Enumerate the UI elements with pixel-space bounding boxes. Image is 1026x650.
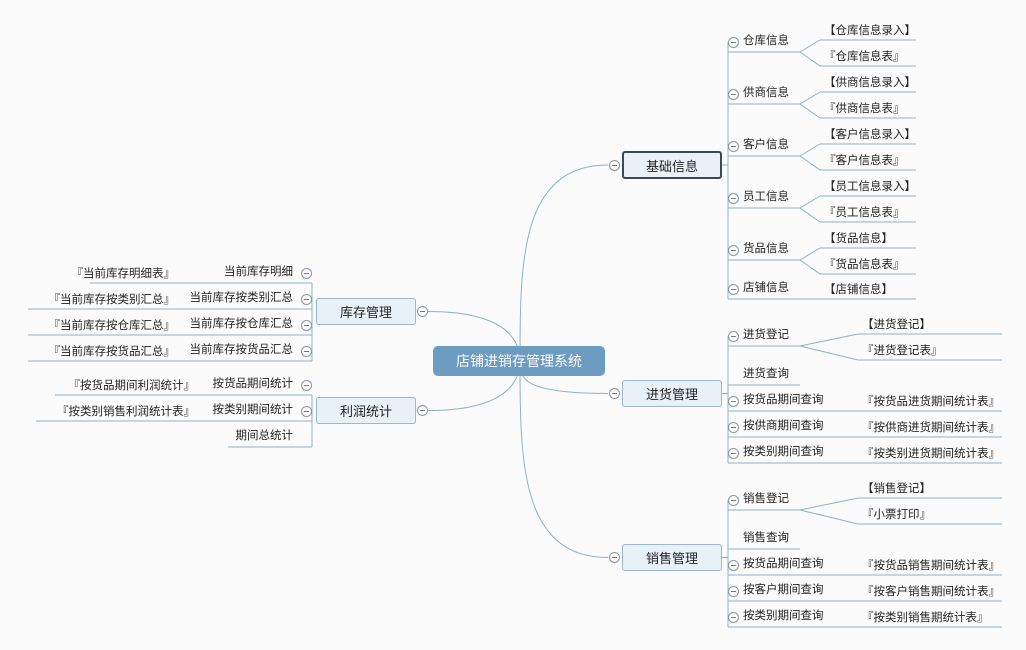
- leaf-node[interactable]: 『按货品销售期间统计表』: [862, 558, 1000, 572]
- collapse-toggle-icon[interactable]: [727, 611, 739, 623]
- collapse-toggle-icon[interactable]: [727, 395, 739, 407]
- leaf-node[interactable]: 【员工信息录入】: [824, 179, 916, 193]
- collapse-toggle-icon[interactable]: [727, 88, 739, 100]
- collapse-toggle-icon[interactable]: [300, 267, 312, 279]
- connector-line: [799, 247, 821, 261]
- collapse-toggle-icon[interactable]: [727, 559, 739, 571]
- connector-line: [799, 345, 859, 361]
- leaf-node[interactable]: 『当前库存按仓库汇总』: [48, 318, 176, 332]
- leaf-node[interactable]: 『进货登记表』: [862, 343, 943, 357]
- connector-line: [799, 143, 821, 157]
- sub-node[interactable]: 按货品期间统计: [212, 376, 294, 390]
- collapse-toggle-icon[interactable]: [727, 283, 739, 295]
- sub-node[interactable]: 按类别期间统计: [212, 402, 294, 416]
- leaf-node[interactable]: 『按供商进货期间统计表』: [862, 420, 1000, 434]
- collapse-toggle-icon[interactable]: [608, 388, 620, 399]
- sub-node[interactable]: 进货查询: [743, 366, 789, 380]
- collapse-toggle-icon[interactable]: [300, 345, 312, 357]
- leaf-node[interactable]: 『当前库存按货品汇总』: [48, 344, 176, 358]
- connector-line: [799, 497, 859, 511]
- leaf-node[interactable]: 【仓库信息录入】: [824, 23, 916, 37]
- collapse-toggle-icon[interactable]: [300, 405, 312, 417]
- collapse-toggle-icon[interactable]: [416, 405, 428, 416]
- sub-node[interactable]: 按客户期间查询: [743, 582, 824, 596]
- collapse-toggle-icon[interactable]: [727, 244, 739, 256]
- sub-node[interactable]: 员工信息: [743, 189, 789, 203]
- sub-node[interactable]: 按货品期间查询: [743, 392, 824, 406]
- collapse-toggle-icon[interactable]: [300, 319, 312, 331]
- leaf-node[interactable]: 【货品信息】: [824, 231, 893, 245]
- collapse-toggle-icon[interactable]: [727, 447, 739, 459]
- sub-node[interactable]: 客户信息: [743, 137, 789, 151]
- sub-node[interactable]: 销售查询: [743, 530, 789, 544]
- leaf-node[interactable]: 『当前库存按类别汇总』: [48, 292, 176, 306]
- connector-line: [799, 39, 821, 53]
- connector-line: [799, 333, 859, 347]
- sub-node[interactable]: 当前库存按仓库汇总: [189, 316, 294, 330]
- leaf-node[interactable]: 『按货品期间利润统计』: [68, 378, 196, 392]
- leaf-node[interactable]: 【客户信息录入】: [824, 127, 916, 141]
- connector-line: [799, 195, 821, 209]
- leaf-node[interactable]: 『客户信息表』: [824, 153, 905, 167]
- connector-line: [799, 103, 821, 119]
- sub-node[interactable]: 仓库信息: [743, 33, 789, 47]
- root-node[interactable]: 店铺进销存管理系统: [433, 346, 605, 376]
- sub-node[interactable]: 按类别期间查询: [743, 608, 824, 622]
- leaf-node[interactable]: 『按客户销售期间统计表』: [862, 584, 1000, 598]
- connector-line: [519, 164, 609, 362]
- sub-node[interactable]: 销售登记: [743, 491, 789, 505]
- leaf-node[interactable]: 『货品信息表』: [824, 257, 905, 271]
- leaf-node[interactable]: 『按类别进货期间统计表』: [862, 446, 1000, 460]
- sub-node[interactable]: 供商信息: [743, 85, 789, 99]
- collapse-toggle-icon[interactable]: [727, 140, 739, 152]
- collapse-toggle-icon[interactable]: [727, 585, 739, 597]
- connector-line: [799, 91, 821, 105]
- sub-node[interactable]: 当前库存按类别汇总: [189, 290, 294, 304]
- collapse-toggle-icon[interactable]: [608, 159, 620, 171]
- connector-line: [519, 360, 609, 558]
- leaf-node[interactable]: 『供商信息表』: [824, 101, 905, 115]
- sub-node[interactable]: 货品信息: [743, 241, 789, 255]
- sub-node[interactable]: 按供商期间查询: [743, 418, 824, 432]
- leaf-node[interactable]: 『按类别销售期统计表』: [862, 610, 989, 624]
- sub-node[interactable]: 期间总统计: [235, 428, 294, 442]
- branch-jichu[interactable]: 基础信息: [622, 151, 722, 179]
- connector-line: [799, 207, 821, 223]
- collapse-toggle-icon[interactable]: [727, 421, 739, 433]
- collapse-toggle-icon[interactable]: [416, 306, 428, 317]
- collapse-toggle-icon[interactable]: [727, 192, 739, 204]
- leaf-node[interactable]: 【店铺信息】: [824, 282, 893, 296]
- sub-node[interactable]: 店铺信息: [743, 280, 789, 294]
- branch-kucun[interactable]: 库存管理: [316, 298, 416, 325]
- sub-node[interactable]: 当前库存按货品汇总: [189, 342, 294, 356]
- sub-node[interactable]: 进货登记: [743, 327, 789, 341]
- collapse-toggle-icon[interactable]: [727, 330, 739, 342]
- collapse-toggle-icon[interactable]: [727, 494, 739, 506]
- sub-node[interactable]: 按货品期间查询: [743, 556, 824, 570]
- leaf-node[interactable]: 『小票打印』: [862, 507, 931, 521]
- leaf-node[interactable]: 『仓库信息表』: [824, 49, 905, 63]
- connector-line: [799, 259, 821, 275]
- leaf-node[interactable]: 『员工信息表』: [824, 205, 905, 219]
- branch-xiaoshou[interactable]: 销售管理: [622, 544, 722, 571]
- leaf-node[interactable]: 『当前库存明细表』: [71, 266, 176, 280]
- connector-line: [799, 155, 821, 171]
- leaf-node[interactable]: 【供商信息录入】: [824, 75, 916, 89]
- leaf-node[interactable]: 『按类别销售利润统计表』: [57, 404, 195, 418]
- collapse-toggle-icon[interactable]: [727, 36, 739, 48]
- connector-line: [799, 51, 821, 67]
- connector-line: [799, 509, 859, 525]
- branch-jinhuo[interactable]: 进货管理: [622, 380, 722, 407]
- collapse-toggle-icon[interactable]: [300, 293, 312, 305]
- sub-node[interactable]: 按类别期间查询: [743, 444, 824, 458]
- collapse-toggle-icon[interactable]: [608, 552, 620, 563]
- leaf-node[interactable]: 【进货登记】: [862, 317, 931, 331]
- collapse-toggle-icon[interactable]: [300, 379, 312, 391]
- leaf-node[interactable]: 【销售登记】: [862, 481, 931, 495]
- branch-lirun[interactable]: 利润统计: [316, 397, 416, 424]
- leaf-node[interactable]: 『按货品进货期间统计表』: [862, 394, 1000, 408]
- sub-node[interactable]: 当前库存明细: [224, 264, 293, 278]
